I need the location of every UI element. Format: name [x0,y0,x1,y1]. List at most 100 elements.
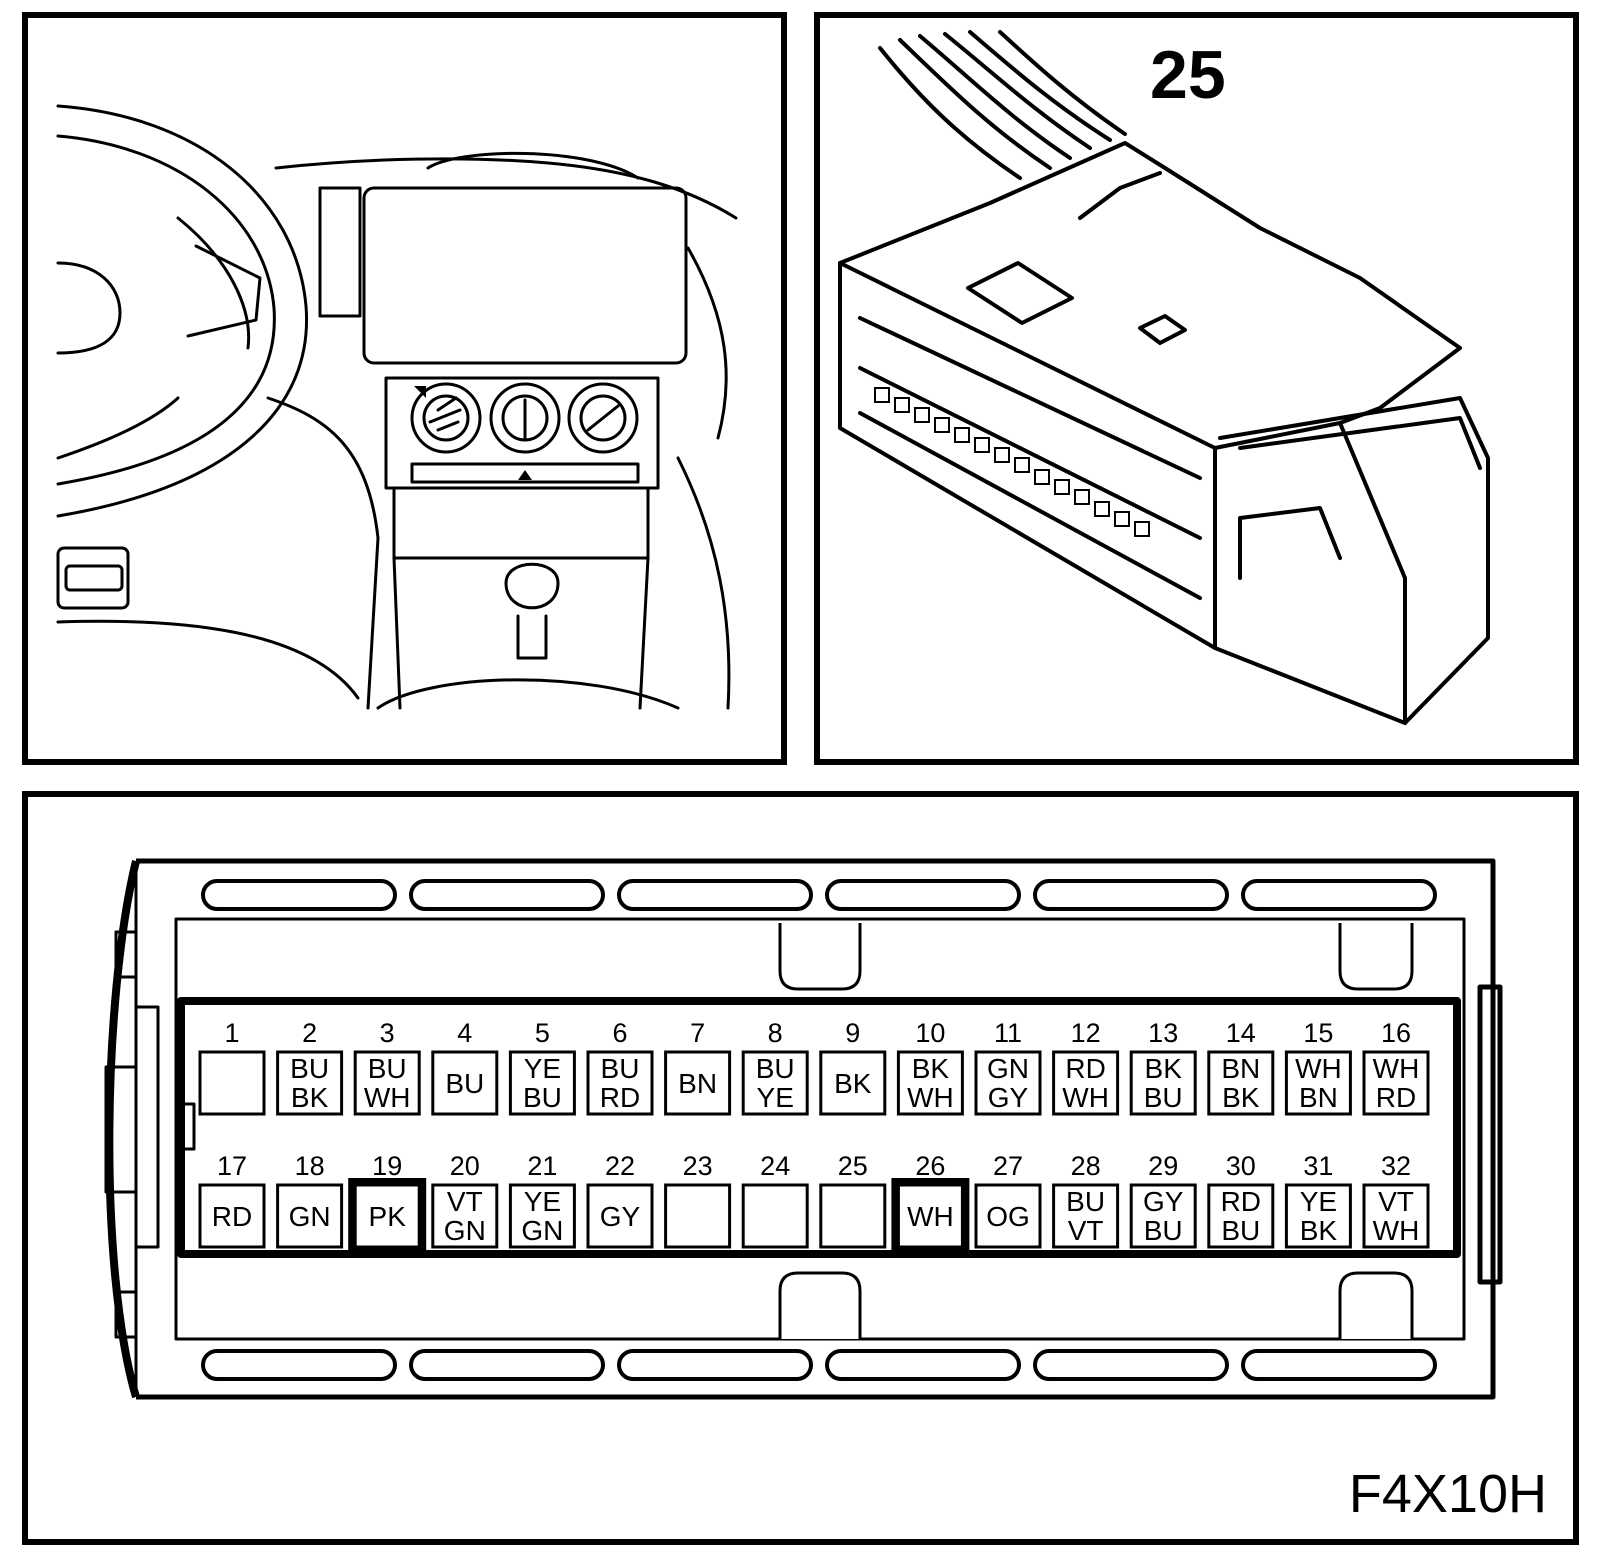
wire-stripe-label: YE [757,1082,794,1113]
wire-stripe-label: GN [521,1215,563,1246]
pin-number: 32 [1381,1151,1411,1181]
wire-color-label: WH [1295,1053,1342,1084]
wire-color-label: WH [907,1201,954,1232]
wire-color-label: GN [987,1053,1029,1084]
housing-slot [201,1349,397,1381]
pin-box [1284,1183,1352,1249]
wire-color-label: PK [369,1201,407,1232]
pin-cell: 4BU [431,1018,499,1116]
pin-box [896,1050,964,1116]
pin-box [1284,1050,1352,1116]
pin-box [198,1050,266,1116]
pin-box [1129,1050,1197,1116]
pin-number: 16 [1381,1018,1411,1048]
pin-number: 11 [994,1018,1022,1048]
pin-number: 10 [915,1018,945,1048]
connector-panel: 25 [814,12,1579,765]
wire-color-label: BU [368,1053,407,1084]
pin-cell: 1 [198,1018,266,1116]
pin-number: 5 [535,1018,550,1048]
figure-code: F4X10H [1348,1464,1547,1524]
pin-box [276,1050,344,1116]
wire-stripe-label: RD [1376,1082,1416,1113]
housing-slot [825,1349,1021,1381]
pin-box [508,1050,576,1116]
wire-color-label: YE [1300,1186,1337,1217]
pin-cell: 23 [664,1151,732,1249]
housing-slot [617,879,813,911]
wire-stripe-label: BU [1144,1215,1183,1246]
pin-number: 28 [1071,1151,1101,1181]
pin-box [586,1183,654,1249]
wire-stripe-label: BU [1221,1215,1260,1246]
wire-color-label: BN [678,1068,717,1099]
wire-color-label: WH [1373,1053,1420,1084]
pin-number: 30 [1226,1151,1256,1181]
pin-box [896,1183,964,1249]
pin-box [819,1050,887,1116]
pin-number: 26 [915,1151,945,1181]
housing-slot [201,879,397,911]
wire-color-label: YE [524,1186,561,1217]
pin-box [741,1183,809,1249]
pin-box [431,1050,499,1116]
wire-color-label: BU [756,1053,795,1084]
housing-slot [1241,1349,1437,1381]
pin-highlight [348,1178,427,1254]
housing-slot [409,1349,605,1381]
pin-number: 18 [295,1151,325,1181]
callout-number: 25 [1150,37,1226,113]
wire-stripe-label: BN [1299,1082,1338,1113]
pin-number: 24 [760,1151,790,1181]
pin-box [974,1050,1042,1116]
pin-number: 21 [527,1151,557,1181]
wire-color-label: GY [600,1201,641,1232]
wire-stripe-label: RD [600,1082,640,1113]
wire-stripe-label: WH [1062,1082,1109,1113]
pin-box [1129,1183,1197,1249]
pin-highlight [891,1178,970,1254]
wire-color-label: RD [1221,1186,1261,1217]
pin-number: 7 [690,1018,705,1048]
wire-stripe-label: VT [1068,1215,1104,1246]
pin-cell: 9BK [819,1018,887,1116]
pin-number: 27 [993,1151,1023,1181]
wire-stripe-label: BU [1144,1082,1183,1113]
pin-number: 2 [302,1018,317,1048]
pin-box [1362,1183,1430,1249]
wire-color-label: OG [986,1201,1030,1232]
connector-illustration [838,30,1490,725]
wire-color-label: GN [289,1201,331,1232]
wire-stripe-label: WH [907,1082,954,1113]
housing-slot [1033,1349,1229,1381]
pin-number: 8 [768,1018,783,1048]
pin-number: 20 [450,1151,480,1181]
pin-box [353,1183,421,1249]
key-tab [778,1271,862,1339]
pin-box [1362,1050,1430,1116]
wire-color-label: BU [290,1053,329,1084]
wire-color-label: RD [1065,1053,1105,1084]
wire-stripe-label: GY [988,1082,1029,1113]
pin-box [974,1183,1042,1249]
housing-slot [1033,879,1229,911]
wire-stripe-label: GN [444,1215,486,1246]
pin-number: 19 [372,1151,402,1181]
pin-box [276,1183,344,1249]
wire-color-label: RD [212,1201,252,1232]
pin-box [586,1050,654,1116]
